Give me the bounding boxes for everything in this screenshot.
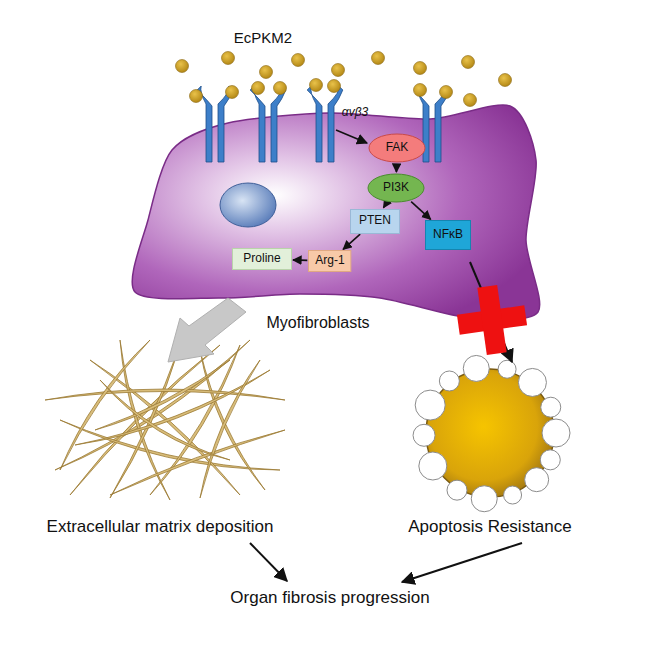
ecpkm2-dot [372,52,385,65]
signal-arrow [411,202,431,220]
apoptotic-bleb [419,452,447,480]
signal-ellipse: PI3K [367,173,425,203]
signal-box: Proline [232,248,292,270]
ecpkm2-dot [292,54,305,67]
node-label: Proline [243,252,280,265]
apoptotic-bleb [413,424,435,446]
outcome-label: Extracellular matrix deposition [47,517,274,537]
cell-label: Myofibroblasts [266,314,369,332]
ecpkm2-dot [222,52,235,65]
apoptotic-bleb [542,419,570,447]
ecpkm2-dot [332,64,345,77]
apoptotic-bleb [541,397,561,417]
ellipse-shape [369,134,425,162]
converge-arrow [402,543,522,582]
box-shape [351,209,400,233]
integrin-receptor [307,86,343,162]
node-label: NFκB [433,228,463,241]
converge-arrow [250,543,287,581]
integrin-subunit [328,86,343,162]
ellipse-shape [368,174,424,202]
apoptotic-bleb [439,371,459,391]
box-shape [309,251,351,272]
ecpkm2-dot [274,82,287,95]
ecpkm2-dot [190,90,203,103]
ecm-fiber [200,350,265,490]
apoptotic-bleb [540,450,560,470]
integrin-receptor [250,86,286,162]
signal-arrow [293,259,307,261]
box-shape [426,221,471,250]
signal-box: Arg-1 [308,250,351,272]
signal-arrow [336,130,367,143]
ecm-fiber [200,360,260,498]
ecpkm2-dot [260,66,273,79]
node-label: PTEN [359,214,391,227]
apoptotic-bleb [463,355,489,381]
ecm-fiber [45,389,285,400]
node-label: Arg-1 [315,254,344,267]
apoptotic-bleb [504,486,522,504]
apoptotic-bleb [415,390,445,420]
integrin-subunit [250,86,265,162]
integrin-subunit [307,86,322,162]
apoptotic-bleb [498,360,516,378]
signal-arrow [343,234,360,249]
apoptotic-bleb [447,480,467,500]
apoptotic-bleb [471,486,497,512]
ecpkm2-dot [440,86,453,99]
ecm-fiber [60,340,150,470]
signal-box: NFκB [425,220,471,250]
ecpkm2-dot [499,74,512,87]
ecpkm2-dot [464,94,477,107]
ecpkm2-dot [328,80,341,93]
signal-arrow [383,203,386,208]
integrin-subunit [271,86,286,162]
apoptotic-bleb [518,368,546,396]
ecpkm2-dot [252,82,265,95]
ecpkm2-dot [462,56,475,69]
ecm-fiber [75,370,270,445]
ecpkm2-dot [226,86,239,99]
node-label: PI3K [383,181,409,194]
box-shape [233,249,292,270]
cell-body [132,105,540,320]
node-label: FAK [386,141,409,154]
apoptotic-bleb [525,468,549,492]
nucleus [220,183,276,227]
ecpkm2-dot [176,60,189,73]
receptor-label: αvβ3 [342,106,368,120]
grey-block-arrow [168,298,246,362]
ecm-fiber [110,430,285,495]
ecpkm2-dot [310,79,323,92]
apoptotic-cell [426,369,554,497]
result-label: Organ fibrosis progression [230,588,429,608]
ecm-fiber [60,420,280,470]
molecule-label: EcPKM2 [234,29,292,46]
red-cross-bar [477,285,506,355]
ecpkm2-dot [414,62,427,75]
ecm-fiber [100,380,230,460]
ecpkm2-dot [414,84,427,97]
signal-box: PTEN [350,209,400,234]
signal-ellipse: FAK [368,133,426,163]
signal-arrow [396,164,398,172]
red-cross [454,282,531,359]
outcome-label: Apoptosis Resistance [408,517,571,537]
